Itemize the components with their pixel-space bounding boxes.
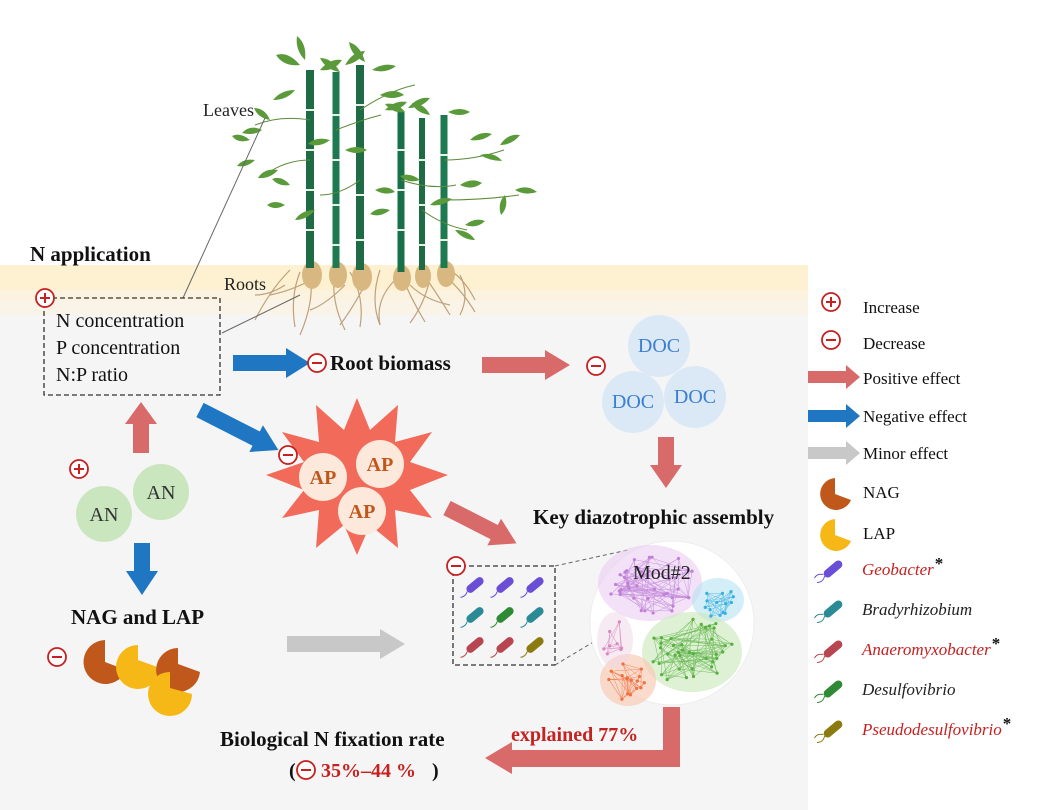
bacterium-icon xyxy=(814,720,843,743)
negative-arrow-swatch xyxy=(808,404,860,428)
bnf-close-paren: ) xyxy=(432,760,439,782)
legend-negative-label: Negative effect xyxy=(863,407,967,426)
roots-label: Roots xyxy=(224,274,266,294)
minus-icon xyxy=(446,556,466,576)
doc-cluster: DOC DOC DOC xyxy=(602,315,726,433)
significance-asterisk: * xyxy=(992,634,1001,653)
bacterium-icon xyxy=(814,600,843,623)
bnf-rate-title: Biological N fixation rate xyxy=(220,727,445,751)
legend-nag-label: NAG xyxy=(863,483,900,502)
network-graph: Mod#2 xyxy=(589,540,755,706)
positive-arrow-doc-to-assembly xyxy=(650,437,682,488)
legend: Increase Decrease Positive effect Negati… xyxy=(808,292,1012,743)
legend-taxon-label: Geobacter xyxy=(862,560,934,579)
legend-increase-label: Increase xyxy=(863,298,920,317)
n-concentration-label: N concentration xyxy=(56,310,184,332)
root-biomass-label: Root biomass xyxy=(330,351,451,375)
negative-arrow-to-ap xyxy=(196,402,279,452)
bacterium-icon xyxy=(814,680,843,703)
doc-label: DOC xyxy=(638,335,680,357)
lap-icon xyxy=(820,519,851,551)
plus-icon xyxy=(35,288,55,308)
negative-arrow-an-to-enzymes xyxy=(126,543,158,595)
an-label: AN xyxy=(90,504,119,526)
bacteria-grid xyxy=(460,577,544,658)
positive-arrow-to-doc xyxy=(482,350,570,380)
positive-arrow-ap-to-assembly xyxy=(443,500,517,546)
zoom-line xyxy=(554,549,629,567)
negative-arrow-to-root-biomass xyxy=(233,348,310,378)
positive-arrow-swatch xyxy=(808,365,860,389)
ap-label: AP xyxy=(310,467,337,489)
explained-label: explained 77% xyxy=(511,724,638,746)
n-application-box xyxy=(43,297,221,396)
an-bubble xyxy=(133,464,189,520)
p-concentration-label: P concentration xyxy=(56,337,180,359)
significance-asterisk: * xyxy=(1003,714,1012,733)
n-application-title: N application xyxy=(30,242,151,266)
legend-taxon-label: Bradyrhizobium xyxy=(862,600,972,619)
doc-label: DOC xyxy=(612,391,654,413)
minor-arrow-enzymes-to-assembly xyxy=(287,629,405,659)
bacteria-box xyxy=(452,565,556,666)
an-label: AN xyxy=(147,482,176,504)
legend-decrease-label: Decrease xyxy=(863,334,925,353)
leaves-leader-line xyxy=(182,117,266,299)
positive-arrow-to-bnf xyxy=(485,707,680,774)
zoom-line xyxy=(554,631,611,666)
minus-icon xyxy=(278,445,298,465)
key-assembly-title: Key diazotrophic assembly xyxy=(533,505,775,529)
bnf-change-value: 35%–44 % xyxy=(321,760,416,782)
legend-positive-label: Positive effect xyxy=(863,369,961,388)
significance-asterisk: * xyxy=(935,554,944,573)
legend-minor-label: Minor effect xyxy=(863,444,948,463)
legend-taxon-label: Anaeromyxobacter xyxy=(861,640,991,659)
bacterium-icon xyxy=(814,640,843,663)
minus-icon xyxy=(821,330,841,350)
nag-lap-title: NAG and LAP xyxy=(71,605,204,629)
bnf-open-paren: ( xyxy=(289,760,296,782)
leaves-label: Leaves xyxy=(203,100,254,120)
enzyme-pacmen xyxy=(83,640,200,716)
positive-arrow-an-to-box xyxy=(125,402,157,453)
minus-icon xyxy=(586,356,606,376)
doc-label: DOC xyxy=(674,386,716,408)
bamboo-plant-icon xyxy=(232,36,537,336)
minus-icon xyxy=(47,647,67,667)
nag-icon xyxy=(820,478,851,510)
an-bubble xyxy=(76,486,132,542)
plus-icon xyxy=(69,459,89,479)
legend-taxon-label: Desulfovibrio xyxy=(861,680,956,699)
ap-label: AP xyxy=(349,501,376,523)
np-ratio-label: N:P ratio xyxy=(56,364,128,386)
minor-arrow-swatch xyxy=(808,441,860,465)
minus-icon xyxy=(296,760,316,780)
mod2-label: Mod#2 xyxy=(633,562,691,584)
minus-icon xyxy=(307,353,327,373)
ap-label: AP xyxy=(367,454,394,476)
ap-burst: AP AP AP xyxy=(266,398,448,555)
roots-leader-line xyxy=(221,294,301,334)
legend-taxon-label: Pseudodesulfovibrio xyxy=(861,720,1002,739)
legend-lap-label: LAP xyxy=(863,524,895,543)
bacterium-icon xyxy=(814,560,843,583)
plus-icon xyxy=(821,292,841,312)
